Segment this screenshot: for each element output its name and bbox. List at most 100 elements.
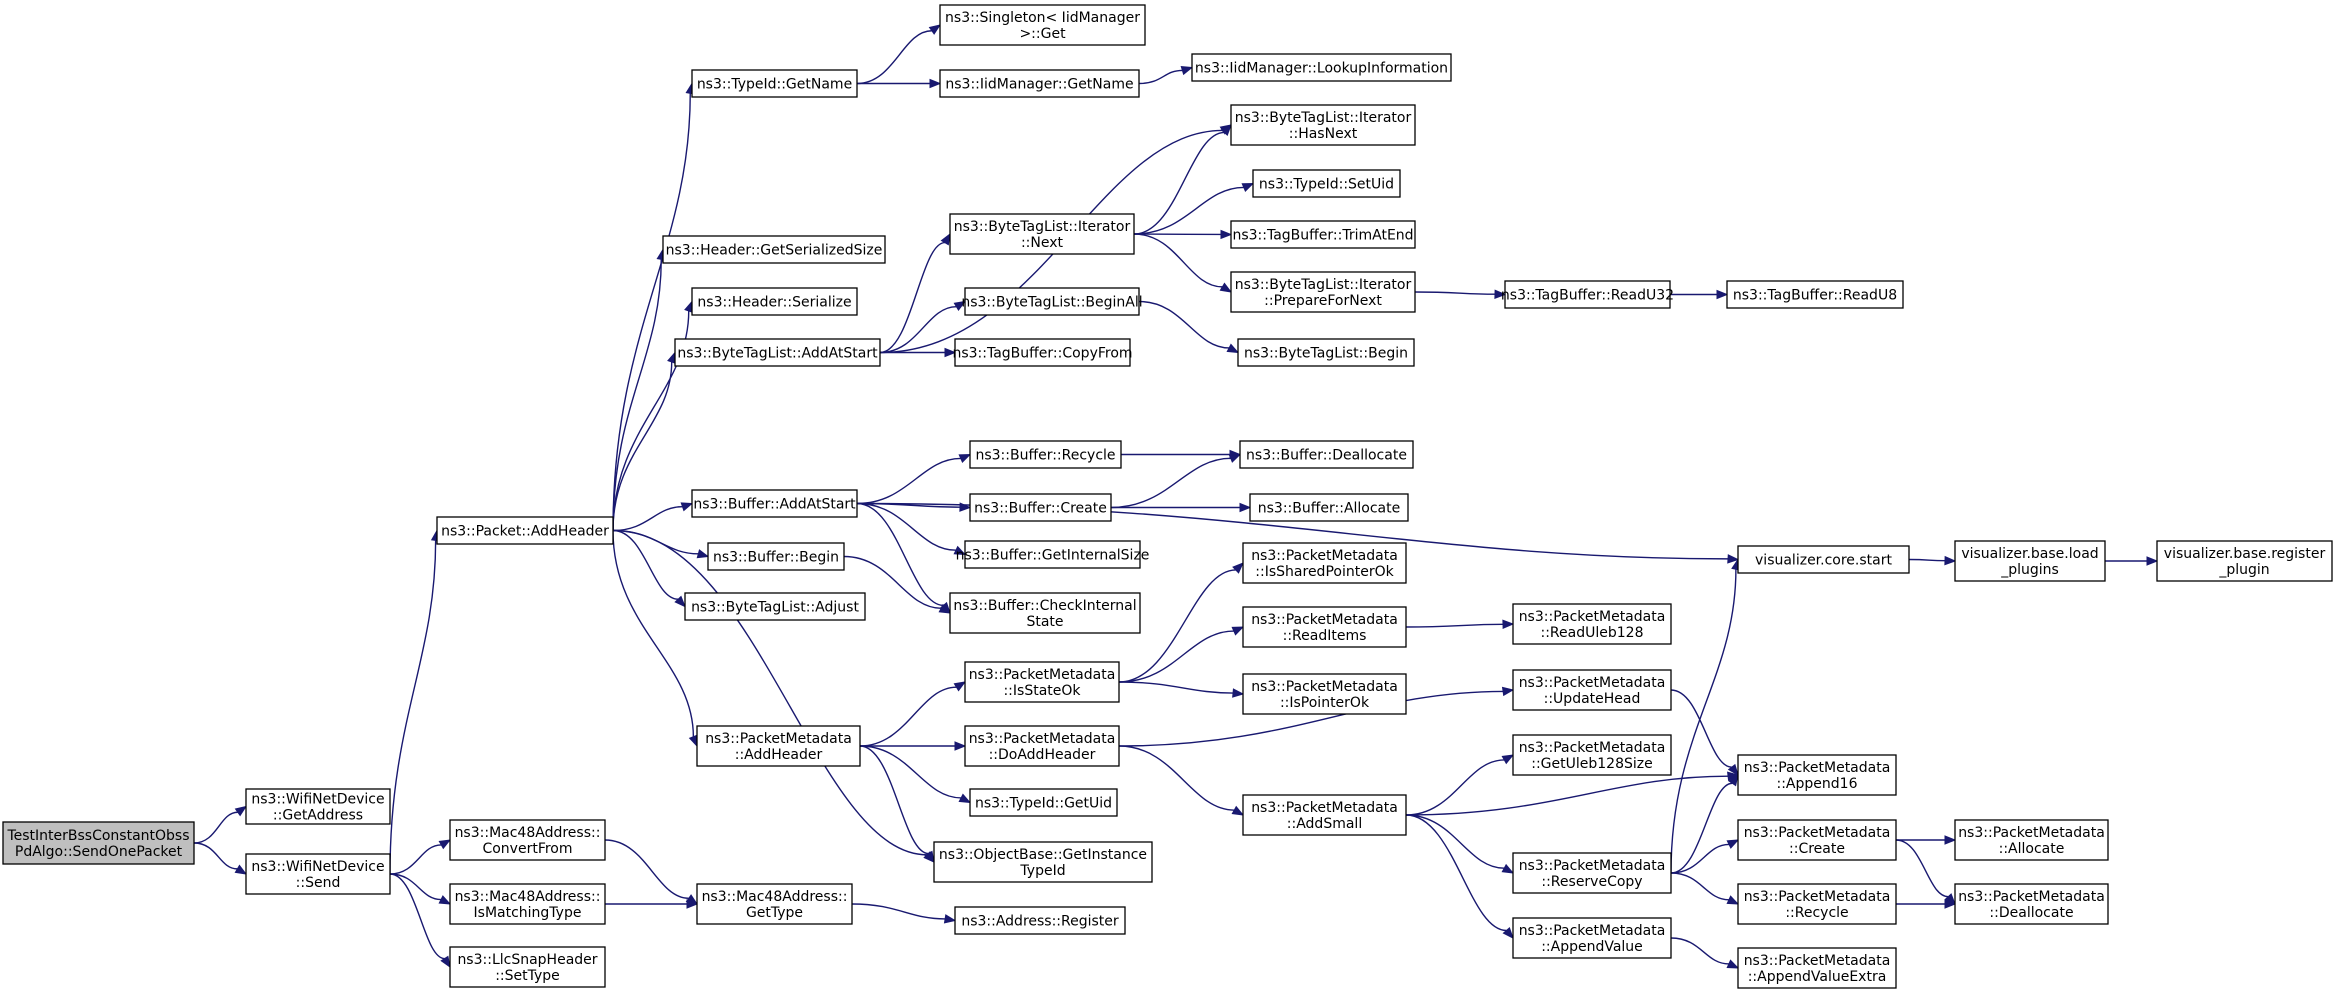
node-wifi-get-address[interactable]: ns3::WifiNetDevice::GetAddress	[245, 788, 391, 825]
node-label-line: GetType	[746, 905, 803, 921]
node-label-line: ns3::PacketMetadata	[1519, 858, 1666, 874]
node-label-line: ns3::ByteTagList::Iterator	[1235, 277, 1412, 293]
edge-pm-add-small-to-pm-get-uleb128-size	[1405, 759, 1505, 816]
node-iid-lookup[interactable]: ns3::IidManager::LookupInformation	[1191, 53, 1452, 82]
node-box	[1504, 280, 1671, 309]
node-box	[949, 592, 1141, 634]
node-header-serialize[interactable]: ns3::Header::Serialize	[691, 287, 858, 316]
node-pm-is-state-ok[interactable]: ns3::PacketMetadata::IsStateOk	[964, 661, 1120, 703]
node-iid-get-name[interactable]: ns3::IidManager::GetName	[939, 69, 1140, 98]
node-label-line: ConvertFrom	[482, 841, 572, 857]
arrowhead-icon	[1727, 554, 1740, 564]
node-label-line: ns3::Buffer::GetInternalSize	[956, 548, 1150, 564]
node-pm-is-shared-pointer-ok[interactable]: ns3::PacketMetadata::IsSharedPointerOk	[1242, 542, 1407, 584]
node-box	[1737, 883, 1897, 925]
node-pm-update-head[interactable]: ns3::PacketMetadata::UpdateHead	[1512, 669, 1672, 711]
arrowhead-icon	[696, 549, 710, 559]
node-label-line: ::IsSharedPointerOk	[1255, 564, 1394, 580]
node-label-line: ::Send	[296, 875, 341, 891]
arrowhead-icon	[1727, 763, 1739, 777]
node-box	[449, 819, 606, 861]
node-mac48-convert-from[interactable]: ns3::Mac48Address::ConvertFrom	[449, 819, 606, 861]
edge-btl-add-at-start-to-btl-begin-all	[879, 305, 957, 354]
node-tag-buf-read-u8[interactable]: ns3::TagBuffer::ReadU8	[1726, 280, 1904, 309]
edge-packet-add-header-to-obj-base-get-instance-type-id	[612, 529, 928, 856]
node-btl-adjust[interactable]: ns3::ByteTagList::Adjust	[684, 592, 866, 621]
node-buf-deallocate[interactable]: ns3::Buffer::Deallocate	[1239, 440, 1414, 469]
node-mac48-is-matching-type[interactable]: ns3::Mac48Address::IsMatchingType	[449, 883, 606, 925]
node-pm-deallocate[interactable]: ns3::PacketMetadata::Deallocate	[1954, 883, 2109, 925]
node-pm-append-value-extra[interactable]: ns3::PacketMetadata::AppendValueExtra	[1737, 947, 1897, 989]
node-box	[1249, 493, 1409, 522]
node-type-id-get-name[interactable]: ns3::TypeId::GetName	[691, 69, 858, 98]
node-btl-iter-has-next[interactable]: ns3::ByteTagList::Iterator::HasNext	[1230, 104, 1416, 146]
node-type-id-get-uid[interactable]: ns3::TypeId::GetUid	[969, 788, 1118, 817]
node-buf-add-at-start[interactable]: ns3::Buffer::AddAtStart	[691, 489, 858, 518]
edge-packet-add-header-to-pm-add-header	[612, 530, 695, 737]
node-singleton-get[interactable]: ns3::Singleton< IidManager >::Get	[939, 4, 1146, 46]
node-box	[1954, 540, 2106, 582]
node-box	[954, 338, 1131, 367]
node-llc-set-type[interactable]: ns3::LlcSnapHeader::SetType	[449, 946, 606, 988]
node-btl-begin-all[interactable]: ns3::ByteTagList::BeginAll	[961, 287, 1143, 316]
node-label-line: ns3::PacketMetadata	[1958, 825, 2105, 841]
node-pm-append-value[interactable]: ns3::PacketMetadata::AppendValue	[1512, 917, 1672, 959]
node-btl-iter-prepare[interactable]: ns3::ByteTagList::Iterator::PrepareForNe…	[1230, 271, 1416, 313]
node-pm-recycle[interactable]: ns3::PacketMetadata::Recycle	[1737, 883, 1897, 925]
node-wifi-send[interactable]: ns3::WifiNetDevice::Send	[245, 853, 391, 895]
edge-buf-add-at-start-to-buf-recycle	[856, 457, 961, 505]
node-pm-reserve-copy[interactable]: ns3::PacketMetadata::ReserveCopy	[1512, 852, 1672, 894]
node-pm-read-uleb128[interactable]: ns3::PacketMetadata::ReadUleb128	[1512, 603, 1672, 645]
node-tag-buf-read-u32[interactable]: ns3::TagBuffer::ReadU32	[1501, 280, 1674, 309]
node-pm-add-small[interactable]: ns3::PacketMetadata::AddSmall	[1242, 794, 1407, 836]
node-pm-is-pointer-ok[interactable]: ns3::PacketMetadata::IsPointerOk	[1242, 673, 1407, 715]
node-label-line: ns3::PacketMetadata	[1744, 889, 1891, 905]
node-viz-core-start[interactable]: visualizer.core.start	[1737, 545, 1910, 574]
node-label-line: ::Recycle	[1785, 905, 1848, 921]
node-label-line: ::PrepareForNext	[1264, 293, 1382, 309]
node-buf-recycle[interactable]: ns3::Buffer::Recycle	[969, 440, 1122, 469]
node-header-get-serialized-size[interactable]: ns3::Header::GetSerializedSize	[662, 235, 886, 264]
node-viz-register-plugin[interactable]: visualizer.base.register_plugin	[2156, 540, 2333, 582]
node-pm-append16[interactable]: ns3::PacketMetadata::Append16	[1737, 754, 1897, 796]
node-btl-add-at-start[interactable]: ns3::ByteTagList::AddAtStart	[674, 338, 881, 367]
arrowhead-icon	[440, 955, 451, 969]
node-label-line: ns3::TagBuffer::TrimAtEnd	[1232, 228, 1413, 244]
arrowhead-icon	[1728, 773, 1739, 787]
node-packet-add-header[interactable]: ns3::Packet::AddHeader	[436, 516, 614, 545]
node-address-register[interactable]: ns3::Address::Register	[954, 906, 1126, 935]
node-mac48-get-type[interactable]: ns3::Mac48Address::GetType	[696, 883, 853, 925]
node-btl-begin[interactable]: ns3::ByteTagList::Begin	[1237, 338, 1415, 367]
edge-packet-add-header-to-header-get-serialized-size	[612, 259, 662, 531]
node-box	[1239, 440, 1414, 469]
node-label-line: ns3::WifiNetDevice	[251, 859, 384, 875]
node-pm-add-header[interactable]: ns3::PacketMetadata::AddHeader	[696, 725, 861, 767]
node-buf-allocate[interactable]: ns3::Buffer::Allocate	[1249, 493, 1409, 522]
edge-root-to-wifi-get-address	[193, 811, 238, 844]
node-pm-read-items[interactable]: ns3::PacketMetadata::ReadItems	[1242, 606, 1407, 648]
node-tag-buf-trim-at-end[interactable]: ns3::TagBuffer::TrimAtEnd	[1230, 220, 1416, 249]
node-viz-load-plugins[interactable]: visualizer.base.load_plugins	[1954, 540, 2106, 582]
node-buf-begin[interactable]: ns3::Buffer::Begin	[707, 542, 845, 571]
node-box	[707, 542, 845, 571]
node-pm-allocate[interactable]: ns3::PacketMetadata::Allocate	[1954, 819, 2109, 861]
node-root[interactable]: TestInterBssConstantObssPdAlgo::SendOneP…	[2, 821, 195, 865]
node-label-line: ::Append16	[1777, 776, 1858, 792]
node-type-id-set-uid[interactable]: ns3::TypeId::SetUid	[1252, 169, 1401, 198]
node-label-line: ns3::WifiNetDevice	[251, 792, 384, 808]
arrowhead-icon	[1502, 619, 1515, 630]
node-pm-create[interactable]: ns3::PacketMetadata::Create	[1737, 819, 1897, 861]
node-tag-buf-copy-from[interactable]: ns3::TagBuffer::CopyFrom	[952, 338, 1133, 367]
node-pm-get-uleb128-size[interactable]: ns3::PacketMetadata::GetUleb128Size	[1512, 734, 1672, 776]
edge-pm-reserve-copy-to-pm-append16	[1670, 782, 1733, 874]
node-label-line: ns3::Mac48Address::	[702, 889, 848, 905]
edge-pm-add-header-to-type-id-get-uid	[859, 745, 962, 799]
node-buf-get-internal-size[interactable]: ns3::Buffer::GetInternalSize	[956, 540, 1150, 569]
node-box	[696, 883, 853, 925]
node-pm-do-add-header[interactable]: ns3::PacketMetadata::DoAddHeader	[964, 725, 1120, 767]
node-buf-create[interactable]: ns3::Buffer::Create	[969, 493, 1112, 522]
node-btl-iter-next[interactable]: ns3::ByteTagList::Iterator::Next	[949, 213, 1135, 255]
node-label-line: ::ReadUleb128	[1541, 625, 1644, 641]
